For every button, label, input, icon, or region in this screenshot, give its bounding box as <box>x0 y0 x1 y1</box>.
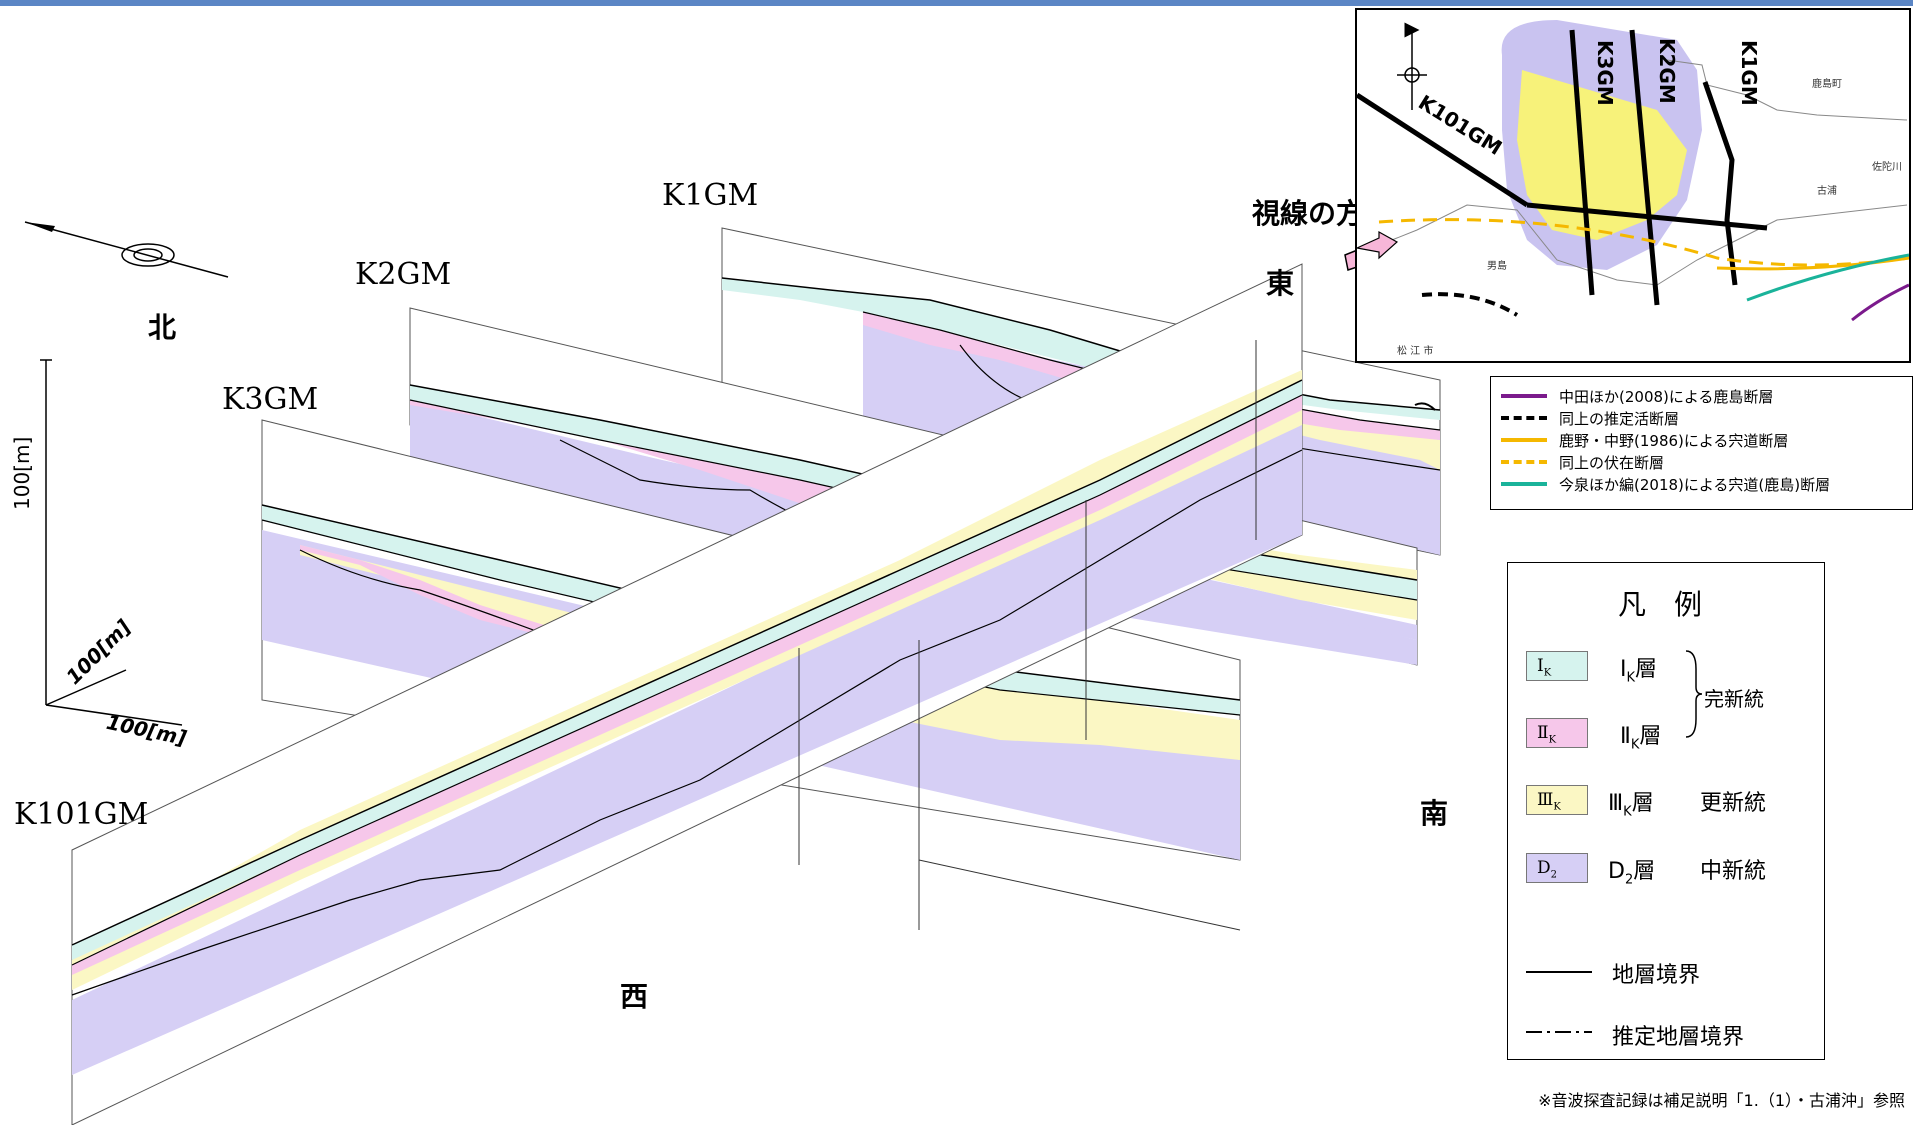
scale-vertical-label: 100[m] <box>10 436 34 510</box>
map-place-kashima: 鹿島町 <box>1812 79 1842 90</box>
scale-axes <box>40 359 183 726</box>
location-map-graphic <box>1357 20 1909 322</box>
top-accent-bar <box>0 0 1913 6</box>
fault-row: 同上の推定活断層 <box>1501 407 1902 429</box>
legend-solid-line <box>1526 971 1592 973</box>
legend-swatch-d2: D2 <box>1526 853 1588 883</box>
era-miocene: 中新統 <box>1700 859 1767 884</box>
fault-label: 同上の伏在断層 <box>1559 453 1665 472</box>
legend-label-d2: D2層 <box>1608 859 1656 888</box>
legend-swatch-layer3: ⅢK <box>1526 785 1588 815</box>
legend-label-layer3: ⅢK層 <box>1608 791 1654 820</box>
fault-label: 中田ほか(2008)による鹿島断層 <box>1559 387 1774 406</box>
footnote: ※音波探査記録は補足説明「1.（1）・古浦沖」参照 <box>1538 1091 1905 1110</box>
profile-label-k101gm: K101GM <box>14 797 149 832</box>
fault-line-swatch <box>1501 460 1547 464</box>
intersection-lines <box>798 340 1257 931</box>
legend-label-layer2: ⅡK層 <box>1620 724 1662 753</box>
legend-label-layer1: ⅠK層 <box>1620 657 1658 686</box>
fault-line-swatch <box>1501 438 1547 442</box>
fault-line-swatch <box>1501 482 1547 486</box>
legend-swatch-layer2: ⅡK <box>1526 718 1588 748</box>
strata-legend: 凡 例 ⅠK ⅠK層 ⅡK ⅡK層 完新統 ⅢK ⅢK層 更新統 D2 D2層 … <box>1507 562 1825 1060</box>
compass-icon <box>24 221 229 278</box>
era-pleistocene: 更新統 <box>1700 791 1767 816</box>
fault-row: 今泉ほか編(2018)による宍道(鹿島)断層 <box>1501 473 1902 495</box>
direction-west: 西 <box>620 980 649 1013</box>
map-label-k3gm: K3GM <box>1593 40 1617 106</box>
profile-label-k2gm: K2GM <box>355 257 452 292</box>
map-label-k2gm: K2GM <box>1655 38 1679 104</box>
fault-label: 鹿野・中野(1986)による宍道断層 <box>1559 431 1789 450</box>
direction-north: 北 <box>148 311 177 344</box>
direction-east: 東 <box>1266 267 1295 300</box>
fault-label: 同上の推定活断層 <box>1559 409 1680 428</box>
legend-swatch-layer1: ⅠK <box>1526 651 1588 681</box>
fault-row: 同上の伏在断層 <box>1501 451 1902 473</box>
panel-k101gm <box>71 263 1303 1125</box>
fault-legend: 中田ほか(2008)による鹿島断層 同上の推定活断層 鹿野・中野(1986)によ… <box>1490 376 1913 510</box>
map-place-matsue: 松 江 市 <box>1397 346 1434 357</box>
location-map: K101GM K3GM K2GM K1GM 鹿島町 佐陀川 古浦 男島 松 江 … <box>1355 8 1911 363</box>
legend-title: 凡 例 <box>1618 588 1703 621</box>
direction-south: 南 <box>1420 797 1449 830</box>
profile-label-k1gm: K1GM <box>662 178 759 213</box>
fault-label: 今泉ほか編(2018)による宍道(鹿島)断層 <box>1559 475 1831 494</box>
fault-row: 鹿野・中野(1986)による宍道断層 <box>1501 429 1902 451</box>
map-place-sadagawa: 佐陀川 <box>1872 162 1902 173</box>
legend-inferred-label: 推定地層境界 <box>1612 1025 1745 1050</box>
era-holocene: 完新統 <box>1704 687 1764 711</box>
legend-boundary-label: 地層境界 <box>1612 963 1701 988</box>
map-place-ojima: 男島 <box>1487 261 1507 272</box>
fault-line-swatch <box>1501 394 1547 398</box>
bracket-icon <box>1685 650 1703 738</box>
legend-dashdot-line <box>1526 1031 1592 1033</box>
map-place-koura: 古浦 <box>1817 186 1837 197</box>
fault-line-swatch <box>1501 416 1547 420</box>
map-label-k1gm: K1GM <box>1737 40 1761 106</box>
profile-label-k3gm: K3GM <box>222 382 319 417</box>
fault-row: 中田ほか(2008)による鹿島断層 <box>1501 385 1902 407</box>
